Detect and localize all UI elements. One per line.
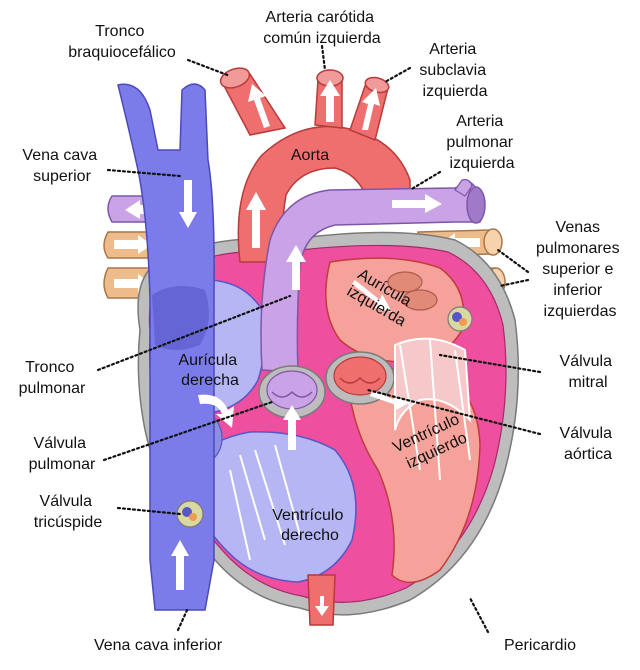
label-valvula-pulmonar: Válvula pulmonar [29, 435, 96, 473]
pulmonary-valve [258, 365, 326, 419]
vena-cava [117, 83, 234, 611]
tricuspid-valve [176, 444, 301, 561]
label-vena-cava-superior: Vena cava superior [22, 147, 101, 185]
label-arteria-subclavia: Arteria subclavia izquierda [419, 41, 490, 100]
pulmonary-trunk [260, 179, 486, 373]
label-aorta: Aorta [291, 147, 329, 164]
label-ventriculo-derecho: Ventrículo derecho [272, 507, 348, 544]
leader-lines [96, 44, 542, 634]
label-venas-pulmonares: Venas pulmonares superior e inferior izq… [536, 219, 624, 320]
label-arteria-pulmonar: Arteria pulmonar izquierda [446, 113, 517, 172]
label-tronco-pulmonar: Tronco pulmonar [19, 359, 86, 397]
label-valvula-aortica: Válvula aórtica [560, 425, 617, 463]
flow-arrow-la [352, 280, 392, 312]
flow-arrow-lv [370, 390, 410, 410]
label-valvula-tricuspide: Válvula tricúspide [34, 493, 103, 531]
label-arteria-carotida: Arteria carótida común izquierda [263, 9, 381, 47]
label-vena-cava-inferior: Vena cava inferior [94, 637, 223, 654]
label-auricula-derecha: Aurícula derecha [178, 352, 241, 389]
aortic-branches [219, 67, 390, 142]
label-pericardio: Pericardio [504, 637, 576, 654]
label-valvula-mitral: Válvula mitral [560, 353, 617, 391]
label-tronco-braquiocefalico: Tronco braquiocefálico [68, 23, 176, 61]
flow-arrow-rv [283, 405, 301, 450]
aortic-valve [325, 351, 395, 405]
mitral-valve [394, 306, 473, 481]
left-heart-chambers [325, 257, 481, 584]
